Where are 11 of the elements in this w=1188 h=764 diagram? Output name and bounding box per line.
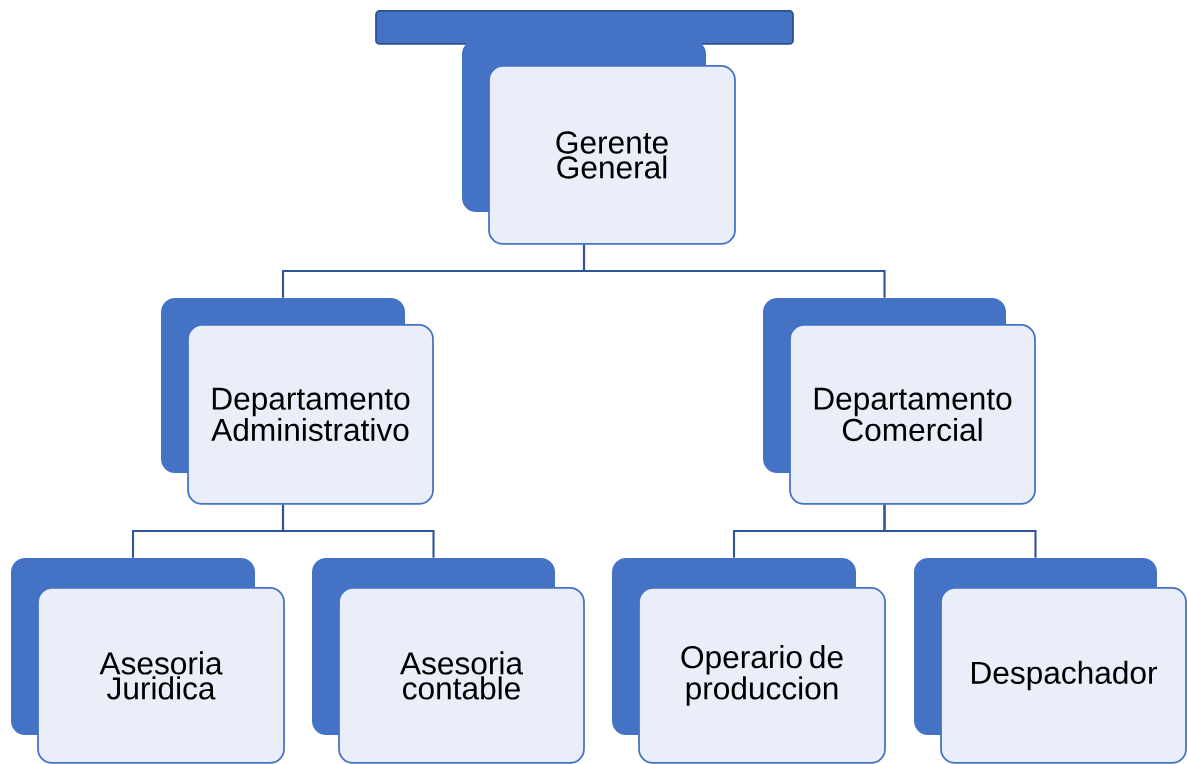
connector-line <box>883 504 1037 558</box>
org-box: Departamento Comercial <box>763 298 1036 505</box>
org-box: Gerente General <box>462 40 736 245</box>
org-box: Despachador <box>914 558 1187 764</box>
org-box: Departamento Administrativo <box>161 298 434 505</box>
org-box: Asesoria contable <box>312 558 585 764</box>
org-box: Asesoria Juridica <box>11 558 285 764</box>
connector-line <box>582 244 886 298</box>
org-box: Operario de produccion <box>612 558 886 764</box>
title-bar <box>375 10 794 45</box>
connector-line <box>281 504 435 558</box>
